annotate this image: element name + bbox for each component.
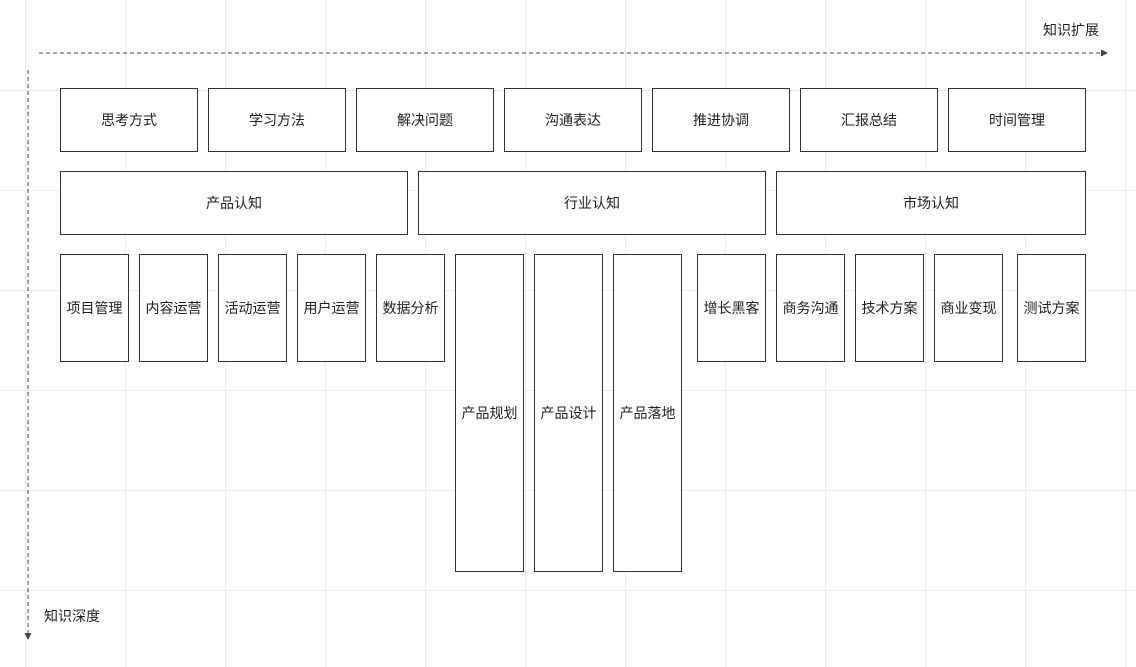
cognition-box: 市场认知 [776,171,1086,235]
horizontal-axis-label: 知识扩展 [1043,23,1099,39]
skill-box: 商业变现 [934,254,1003,362]
vertical-axis-arrow-icon [24,633,32,640]
soft-skill-box: 思考方式 [60,88,198,152]
vertical-axis-label: 知识深度 [44,609,100,625]
skill-box: 商务沟通 [776,254,845,362]
product-skill-box: 产品设计 [534,254,603,572]
product-skill-box: 产品规划 [455,254,524,572]
soft-skill-box: 沟通表达 [504,88,642,152]
soft-skill-box: 解决问题 [356,88,494,152]
skill-box: 活动运营 [218,254,287,362]
soft-skill-box: 学习方法 [208,88,346,152]
skill-box: 技术方案 [855,254,924,362]
skill-box: 数据分析 [376,254,445,362]
skill-box: 测试方案 [1017,254,1086,362]
skill-box: 内容运营 [139,254,208,362]
cognition-box: 产品认知 [60,171,408,235]
horizontal-axis-arrow-icon [1101,49,1108,57]
skill-box: 用户运营 [297,254,366,362]
skill-box: 项目管理 [60,254,129,362]
cognition-box: 行业认知 [418,171,766,235]
skill-box: 增长黑客 [697,254,766,362]
soft-skill-box: 时间管理 [948,88,1086,152]
soft-skill-box: 推进协调 [652,88,790,152]
product-skill-box: 产品落地 [613,254,682,572]
soft-skill-box: 汇报总结 [800,88,938,152]
